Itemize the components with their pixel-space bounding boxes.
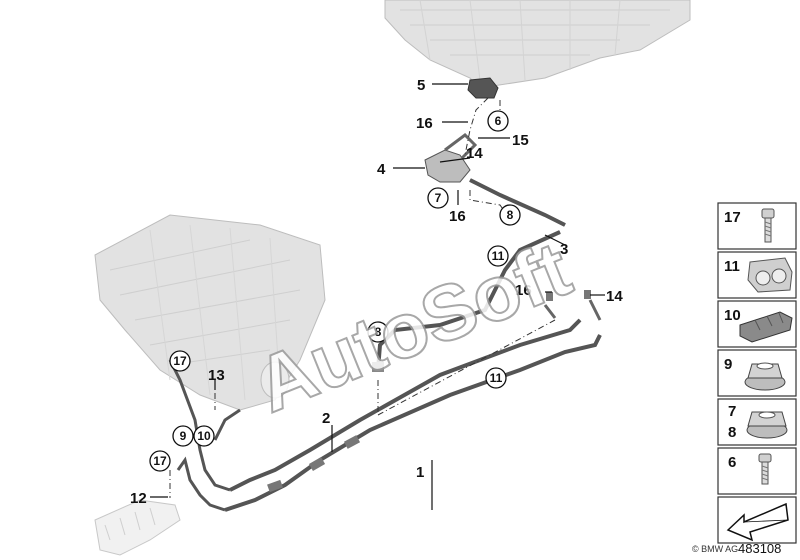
- callout-13: 13: [208, 367, 225, 384]
- svg-text:11: 11: [490, 371, 503, 385]
- callout-16-right: 16: [515, 282, 532, 299]
- callout-3: 3: [560, 241, 568, 258]
- bottom-left-connector-ghost: [94, 499, 181, 556]
- legend-panel-arrow: [717, 496, 797, 544]
- svg-text:17: 17: [173, 354, 187, 368]
- legend-panel-17: 17: [717, 202, 797, 250]
- clip-holder-icon: [739, 311, 793, 343]
- leader-lines: [150, 83, 605, 510]
- circled-callout-10: 10: [193, 425, 215, 447]
- legend-number-11: 11: [724, 258, 740, 275]
- legend-number-9: 9: [724, 356, 732, 373]
- callout-14-top: 14: [466, 145, 483, 162]
- screw-icon: [758, 453, 772, 485]
- svg-text:8: 8: [507, 208, 514, 222]
- svg-text:6: 6: [495, 114, 502, 128]
- legend-panel-7-8: 7 8: [717, 398, 797, 446]
- svg-text:8: 8: [375, 325, 382, 339]
- legend-panel-10: 10: [717, 300, 797, 348]
- callout-16-top: 16: [416, 115, 433, 132]
- callout-12: 12: [130, 490, 147, 507]
- legend-panel-9: 9: [717, 349, 797, 397]
- svg-text:10: 10: [197, 429, 211, 443]
- legend-number-6: 6: [728, 454, 736, 471]
- pipe-end-fitting: [372, 362, 384, 372]
- circled-callout-17-top: 17: [169, 350, 191, 372]
- bracket-5: [467, 77, 499, 99]
- legend-panel-6: 6: [717, 447, 797, 495]
- valve-4: [424, 133, 478, 183]
- hvac-unit-ghost: [94, 214, 326, 411]
- fitting-16: [546, 292, 553, 301]
- clip: [308, 457, 326, 471]
- circled-callout-17-bottom: 17: [149, 450, 171, 472]
- svg-text:9: 9: [180, 429, 187, 443]
- callout-14-right: 14: [606, 288, 623, 305]
- circled-callout-8-top: 8: [499, 204, 521, 226]
- circled-callout-6: 6: [487, 110, 509, 132]
- legend-number-7: 7: [728, 403, 736, 420]
- fitting-14: [584, 290, 591, 299]
- pipe-2: [229, 318, 582, 492]
- svg-text:7: 7: [435, 191, 442, 205]
- double-clip-icon: [747, 257, 793, 293]
- flange-nut-icon: [744, 362, 786, 391]
- legend-number-10: 10: [724, 307, 741, 324]
- arrow-icon: [726, 502, 789, 542]
- legend-number-8: 8: [728, 424, 736, 441]
- callout-15: 15: [512, 132, 529, 149]
- svg-text:17: 17: [153, 454, 167, 468]
- bolt-icon: [761, 208, 775, 243]
- pipe-end: [543, 299, 602, 321]
- hvac-pipes: [168, 359, 241, 512]
- circled-callout-7: 7: [427, 187, 449, 209]
- hex-nut-icon: [746, 411, 788, 439]
- diagram-id: 483108: [738, 541, 781, 556]
- pipe-1: [224, 334, 602, 512]
- callout-5: 5: [417, 77, 425, 94]
- battery-housing-ghost: [384, 0, 691, 89]
- clip: [343, 435, 361, 449]
- circled-callout-11-top: 11: [487, 245, 509, 267]
- callout-1: 1: [416, 464, 424, 481]
- legend-panel-11: 11: [717, 251, 797, 299]
- copyright: © BMW AG: [692, 544, 738, 554]
- svg-text:11: 11: [492, 249, 505, 263]
- legend-number-17: 17: [724, 209, 741, 226]
- callout-16-mid: 16: [449, 208, 466, 225]
- clip: [267, 479, 283, 493]
- callout-2: 2: [322, 410, 330, 427]
- callout-4: 4: [377, 161, 386, 178]
- circled-callout-11-bottom: 11: [485, 367, 507, 389]
- circled-callout-9: 9: [172, 425, 194, 447]
- circled-callout-8-bottom: 8: [367, 321, 389, 343]
